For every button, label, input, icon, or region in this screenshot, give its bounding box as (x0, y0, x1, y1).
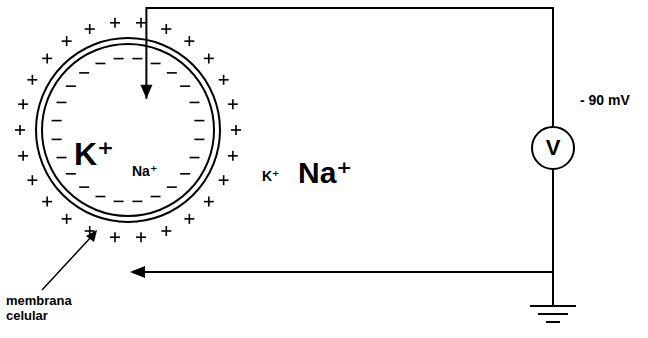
plus-sign (114, 18, 116, 28)
plus-sign (235, 125, 237, 135)
minus-sign (52, 139, 62, 141)
plus-sign (140, 18, 142, 28)
minus-sign (66, 173, 76, 175)
plus-sign (46, 197, 48, 207)
minus-sign (95, 63, 105, 65)
plus-sign (32, 75, 34, 85)
plus-sign (140, 232, 142, 242)
minus-sign (95, 196, 105, 198)
minus-sign (190, 157, 200, 159)
membrane-label: membrana celular (6, 294, 86, 324)
ion-label: Na⁺ (298, 156, 352, 191)
ion-label: K⁺ (262, 168, 280, 184)
minus-sign (79, 72, 89, 74)
plus-sign (19, 125, 21, 135)
minus-sign (151, 63, 161, 65)
plus-sign (232, 99, 234, 109)
ground-symbol (538, 313, 568, 315)
leader-line (42, 236, 92, 290)
minus-sign (56, 102, 66, 104)
minus-sign (194, 139, 204, 141)
minus-sign (52, 120, 62, 122)
plus-sign (32, 175, 34, 185)
minus-sign (66, 85, 76, 87)
minus-sign (114, 58, 124, 60)
voltage-reading: - 90 mV (580, 92, 630, 108)
minus-sign (79, 186, 89, 188)
plus-sign (189, 36, 191, 46)
minus-sign (167, 72, 177, 74)
minus-sign (190, 102, 200, 104)
minus-sign (114, 201, 124, 203)
plus-sign (66, 36, 68, 46)
arrowhead (130, 266, 145, 278)
plus-sign (165, 24, 167, 34)
plus-sign (208, 53, 210, 63)
wire (552, 170, 554, 272)
arrowhead (86, 230, 97, 242)
plus-sign (89, 24, 91, 34)
wire (140, 271, 553, 273)
plus-sign (165, 226, 167, 236)
plus-sign (22, 99, 24, 109)
plus-sign (223, 175, 225, 185)
cell-membrane-outline (36, 38, 220, 222)
ground-symbol (530, 305, 576, 307)
minus-sign (167, 186, 177, 188)
plus-sign (22, 151, 24, 161)
minus-sign (132, 58, 142, 60)
minus-sign (132, 201, 142, 203)
minus-sign (56, 157, 66, 159)
ion-label: K⁺ (74, 138, 114, 170)
plus-sign (208, 197, 210, 207)
electrode-wire (140, 8, 553, 126)
plus-sign (189, 214, 191, 224)
cell-membrane: K⁺ Na⁺ (36, 38, 220, 222)
plus-sign (66, 214, 68, 224)
plus-sign (114, 232, 116, 242)
plus-sign (223, 75, 225, 85)
wire (552, 272, 554, 306)
plus-sign (232, 151, 234, 161)
minus-sign (194, 120, 204, 122)
voltmeter: V (531, 126, 575, 170)
ground-symbol (546, 321, 560, 323)
minus-sign (180, 85, 190, 87)
minus-sign (151, 196, 161, 198)
ion-label: Na⁺ (132, 164, 157, 178)
minus-sign (180, 173, 190, 175)
plus-sign (46, 53, 48, 63)
voltmeter-symbol: V (546, 137, 561, 159)
